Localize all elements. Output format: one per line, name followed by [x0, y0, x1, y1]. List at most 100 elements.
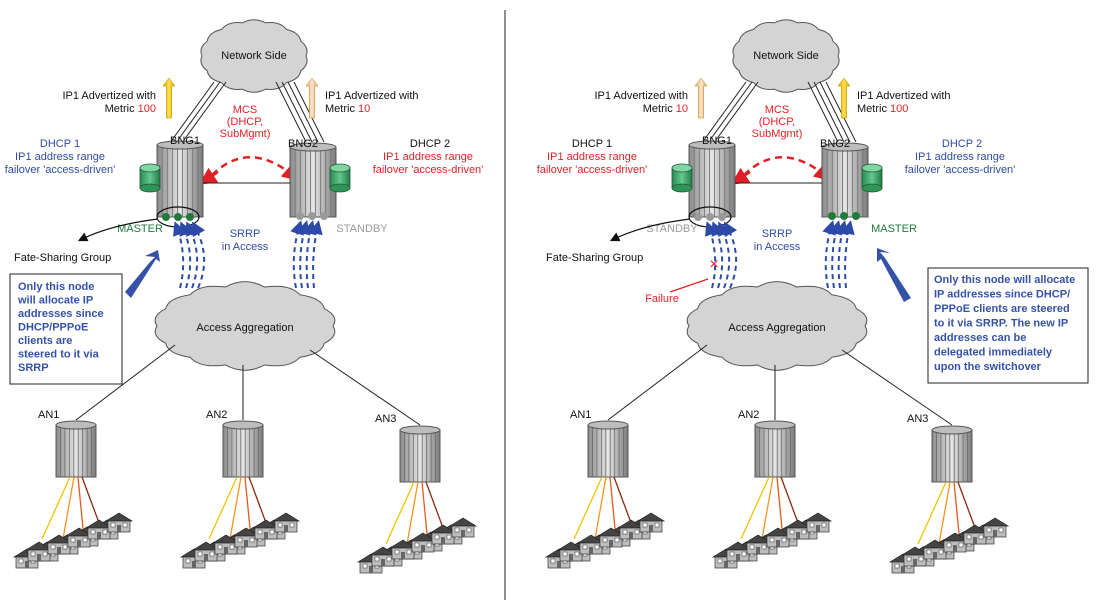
house-window — [454, 527, 460, 533]
advertize-arrow-icon — [305, 77, 319, 119]
metric-value: 100 — [138, 103, 156, 115]
house-door — [244, 540, 248, 547]
srrp-dashed-arrow-icon — [822, 220, 836, 289]
house-icon — [428, 524, 458, 545]
access-line — [385, 481, 415, 545]
database-cylinder-icon — [861, 163, 883, 193]
house-window — [978, 534, 984, 540]
house-icon — [636, 512, 666, 533]
house-icon — [900, 546, 930, 567]
port-dot — [694, 213, 702, 221]
port-dot — [174, 213, 182, 221]
access-line — [229, 476, 242, 540]
dhcp1-range: IP1 address range — [547, 151, 637, 163]
bng2-state-label: STANDBY — [336, 223, 388, 235]
house-door — [117, 525, 121, 532]
dhcp2-range: IP1 address range — [383, 151, 473, 163]
house-roof — [191, 541, 221, 551]
dhcp1-failover: failover 'access-driven' — [5, 164, 116, 176]
house-window — [102, 529, 108, 535]
house-door — [973, 537, 977, 544]
house-icon — [940, 532, 970, 553]
house-window — [414, 542, 420, 548]
port-dot — [296, 212, 304, 220]
failure-x-icon: × — [709, 256, 718, 273]
house-icon — [783, 519, 813, 540]
access-node-icon — [587, 420, 629, 478]
house-window — [406, 549, 412, 555]
house-icon — [596, 527, 626, 548]
ip-metric-label: Metric 10 — [325, 103, 370, 115]
cloud-icon — [686, 281, 868, 371]
router-body — [688, 144, 736, 218]
access-aggregation-cloud — [154, 281, 336, 371]
uplink-line — [703, 81, 747, 141]
house-window — [926, 549, 932, 555]
metric-value: 10 — [358, 103, 370, 115]
house-window — [918, 556, 924, 562]
bng1-router-icon — [156, 140, 204, 218]
house-window — [30, 551, 36, 557]
router-top — [931, 425, 973, 435]
uplink-line — [715, 81, 759, 141]
house-icon — [448, 517, 478, 538]
house-roof — [763, 527, 793, 537]
mcs-sync-arrow-icon — [743, 156, 832, 182]
house-window — [434, 534, 440, 540]
access-aggregation-label: Access Aggregation — [728, 322, 825, 334]
uplink-line — [709, 81, 753, 141]
an2-house-cluster — [711, 476, 833, 569]
dhcp2-title: DHCP 2 — [410, 138, 450, 150]
ip-advertized-label: IP1 Advertized with — [857, 90, 951, 102]
advertize-arrow-icon — [694, 77, 708, 119]
house-door — [569, 554, 573, 561]
house-door — [25, 561, 29, 568]
house-door — [933, 552, 937, 559]
house-icon — [44, 534, 74, 555]
house-door — [224, 547, 228, 554]
fate-sharing-arrow-icon — [609, 218, 691, 242]
port-dot — [162, 213, 170, 221]
house-window — [209, 551, 215, 557]
srrp-dashed-arrow-icon — [302, 220, 317, 289]
callout-text-line: will allocate IP — [17, 295, 93, 307]
house-roof — [251, 519, 281, 529]
uplink-line — [275, 81, 307, 143]
an-link — [607, 344, 708, 421]
house-window — [946, 542, 952, 548]
an3-house-cluster — [888, 481, 1010, 574]
house-roof — [783, 519, 813, 529]
house-window — [90, 529, 96, 535]
house-roof — [84, 519, 114, 529]
house-door — [369, 566, 373, 573]
house-roof — [428, 524, 458, 534]
house-door — [401, 552, 405, 559]
access-node-icon — [222, 420, 264, 478]
house-window — [998, 527, 1004, 533]
ip-advertized-label: IP1 Advertized with — [62, 90, 156, 102]
bng1-label: BNG1 — [170, 135, 200, 147]
an2-node — [222, 420, 264, 478]
house-window — [122, 522, 128, 528]
access-line — [41, 476, 71, 540]
house-icon — [104, 512, 134, 533]
ip-metric-label: Metric 100 — [105, 103, 156, 115]
house-roof — [980, 517, 1010, 527]
mcs-sync-arrow-icon — [730, 167, 751, 185]
cylinder-top — [329, 163, 351, 173]
house-roof — [104, 512, 134, 522]
house-window — [197, 551, 203, 557]
house-window — [789, 529, 795, 535]
port-dot — [706, 213, 714, 221]
callout-text-line: DHCP/PPPoE — [18, 322, 88, 334]
dhcp1-title: DHCP 1 — [572, 138, 612, 150]
bng1-label: BNG1 — [702, 135, 732, 147]
house-door — [441, 537, 445, 544]
an1-label: AN1 — [38, 409, 59, 421]
uplink-line — [813, 81, 845, 143]
house-icon — [191, 541, 221, 562]
router-top — [587, 420, 629, 430]
dhcp1-title: DHCP 1 — [40, 138, 80, 150]
house-window — [894, 563, 900, 569]
house-window — [217, 544, 223, 550]
